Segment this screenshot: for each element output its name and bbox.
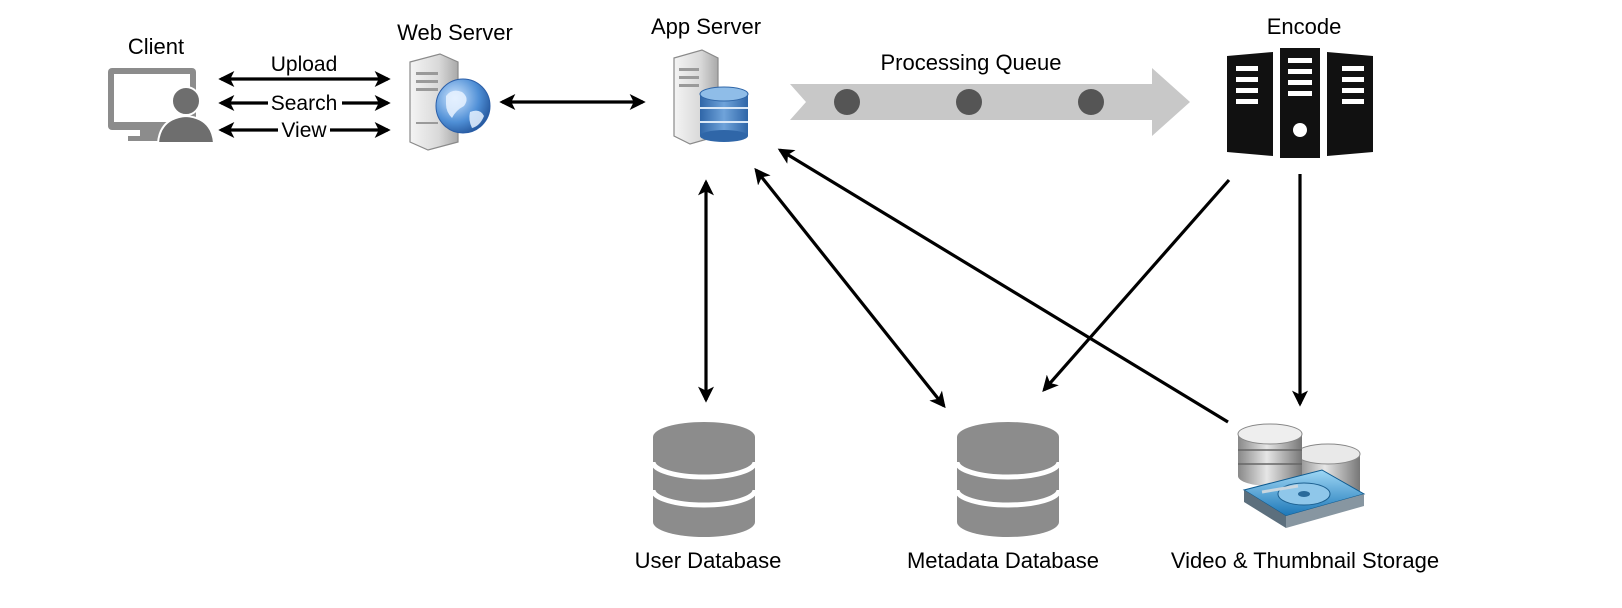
queue-item-dot	[834, 89, 860, 115]
database-icon	[954, 422, 1062, 537]
server-database-icon	[673, 49, 749, 145]
encode-label: Encode	[1267, 14, 1342, 39]
view-label: View	[281, 119, 327, 142]
queue-item-dot	[956, 89, 982, 115]
storage-label: Video & Thumbnail Storage	[1171, 548, 1439, 573]
app-server-node: App Server	[651, 14, 761, 145]
server-rack-icon	[1227, 48, 1373, 158]
web-server-label: Web Server	[397, 20, 513, 45]
user-database-node: User Database	[635, 422, 782, 573]
client-label: Client	[128, 34, 184, 59]
metadata-database-node: Metadata Database	[907, 422, 1099, 573]
processing-queue-node: Processing Queue	[790, 50, 1190, 136]
upload-label: Upload	[271, 53, 338, 76]
user-monitor-icon	[108, 68, 216, 144]
server-globe-icon	[409, 53, 491, 151]
search-label: Search	[271, 92, 338, 115]
user-database-label: User Database	[635, 548, 782, 573]
encode-node: Encode	[1227, 14, 1373, 158]
database-icon	[650, 422, 758, 537]
app-server-label: App Server	[651, 14, 761, 39]
backend-edges	[698, 148, 1308, 424]
storage-disks-icon	[1237, 423, 1366, 528]
client-node: Client	[108, 34, 216, 144]
client-web-edges: Upload Search View	[218, 53, 391, 142]
queue-arrow-icon	[790, 68, 1190, 136]
storage-app-arrow	[777, 148, 1229, 424]
queue-label: Processing Queue	[881, 50, 1062, 75]
metadata-database-label: Metadata Database	[907, 548, 1099, 573]
web-server-node: Web Server	[397, 20, 513, 151]
queue-item-dot	[1078, 89, 1104, 115]
app-metadata-arrow	[754, 167, 946, 409]
storage-node: Video & Thumbnail Storage	[1171, 423, 1439, 573]
encode-metadata-arrow	[1042, 178, 1231, 393]
